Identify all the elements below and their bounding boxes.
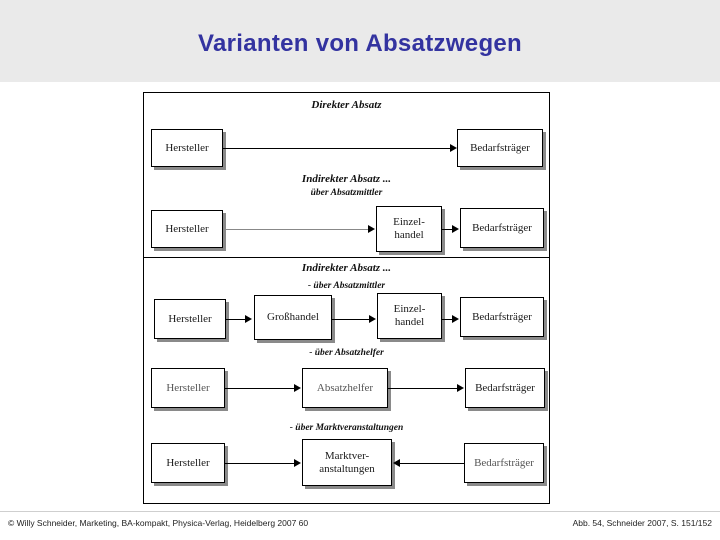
node-marktveranstaltungen: Marktver- anstaltungen	[302, 439, 392, 486]
node-bedarfstraeger-4: Bedarfsträger	[465, 368, 545, 408]
connector-bedarfstraeger-to-marktveranstaltungen	[400, 463, 464, 464]
arrowhead-right-icon	[245, 314, 252, 323]
node-einzelhandel-3: Einzel- handel	[377, 293, 442, 339]
node-label: Bedarfsträger	[474, 456, 534, 469]
connector-hersteller-to-bedarfstraeger-1	[223, 148, 453, 149]
connector-hersteller-to-einzelhandel-2	[223, 229, 371, 230]
node-hersteller-5: Hersteller	[151, 443, 225, 483]
section-subtitle-ueber-absatzhelfer: - über Absatzhelfer	[309, 348, 384, 358]
node-bedarfstraeger-3: Bedarfsträger	[460, 297, 544, 337]
node-grosshandel: Großhandel	[254, 295, 332, 340]
section-title-indirekter-absatz-2: Indirekter Absatz ...	[301, 262, 392, 274]
node-bedarfstraeger-2: Bedarfsträger	[460, 208, 544, 248]
connector-einzelhandel-to-bedarfstraeger-3	[442, 319, 456, 320]
arrowhead-right-icon	[294, 458, 301, 467]
footer-copyright: © Willy Schneider, Marketing, BA-kompakt…	[8, 518, 309, 528]
node-label-line2: handel	[394, 316, 425, 328]
section-title-direkter-absatz: Direkter Absatz	[311, 99, 382, 111]
footer-source: Abb. 54, Schneider 2007, S. 151/152	[572, 518, 712, 528]
arrowhead-right-icon	[369, 314, 376, 323]
node-label: Großhandel	[267, 311, 319, 324]
node-label: Bedarfsträger	[472, 310, 532, 323]
arrowhead-left-icon	[393, 458, 400, 467]
node-hersteller-2: Hersteller	[151, 210, 223, 248]
node-label-line1: Einzel-	[393, 216, 425, 229]
node-label: Hersteller	[168, 312, 212, 325]
connector-einzelhandel-to-bedarfstraeger-2	[442, 229, 456, 230]
connector-hersteller-to-absatzhelfer	[225, 388, 297, 389]
node-label: Hersteller	[165, 141, 209, 154]
node-absatzhelfer: Absatzhelfer	[302, 368, 388, 408]
node-label-line2: handel	[394, 229, 424, 241]
node-label: Bedarfsträger	[475, 381, 535, 394]
arrowhead-right-icon	[457, 383, 464, 392]
node-hersteller-1: Hersteller	[151, 129, 223, 167]
connector-absatzhelfer-to-bedarfstraeger	[388, 388, 460, 389]
divider-1	[144, 257, 549, 258]
node-label: Bedarfsträger	[470, 141, 530, 154]
node-label: Absatzhelfer	[316, 381, 374, 394]
connector-hersteller-to-marktveranstaltungen	[225, 463, 297, 464]
arrowhead-right-icon	[450, 143, 457, 152]
section-subtitle-ueber-marktveranstaltungen: - über Marktveranstaltungen	[289, 423, 404, 433]
node-label: Bedarfsträger	[472, 221, 532, 234]
node-hersteller-3: Hersteller	[154, 299, 226, 339]
node-einzelhandel-2: Einzel- handel	[376, 206, 442, 252]
node-label-line1: Marktver-	[324, 449, 370, 462]
node-bedarfstraeger-5: Bedarfsträger	[464, 443, 544, 483]
slide-header-band	[0, 0, 720, 82]
node-bedarfstraeger-1: Bedarfsträger	[457, 129, 543, 167]
absatzwege-diagram: Direkter Absatz Hersteller Bedarfsträger…	[143, 92, 550, 504]
arrowhead-right-icon	[452, 224, 459, 233]
node-label-line2: anstaltungen	[319, 462, 375, 475]
arrowhead-right-icon	[294, 383, 301, 392]
section-subtitle-ueber-absatzmittler: über Absatzmittler	[310, 188, 383, 198]
node-label: Hersteller	[165, 222, 209, 235]
node-label: Hersteller	[166, 381, 210, 394]
arrowhead-right-icon	[452, 314, 459, 323]
connector-hersteller-to-grosshandel	[226, 319, 249, 320]
connector-grosshandel-to-einzelhandel	[332, 319, 372, 320]
node-hersteller-4: Hersteller	[151, 368, 225, 408]
section-subtitle-ueber-absatzmittler-2: - über Absatzmittler	[307, 281, 386, 291]
arrowhead-right-icon	[368, 224, 375, 233]
node-label-line1: Einzel-	[393, 303, 426, 316]
page-title: Varianten von Absatzwegen	[197, 30, 523, 57]
footer-divider	[0, 511, 720, 512]
section-title-indirekter-absatz-1: Indirekter Absatz ...	[301, 173, 392, 185]
node-label: Hersteller	[166, 456, 210, 469]
